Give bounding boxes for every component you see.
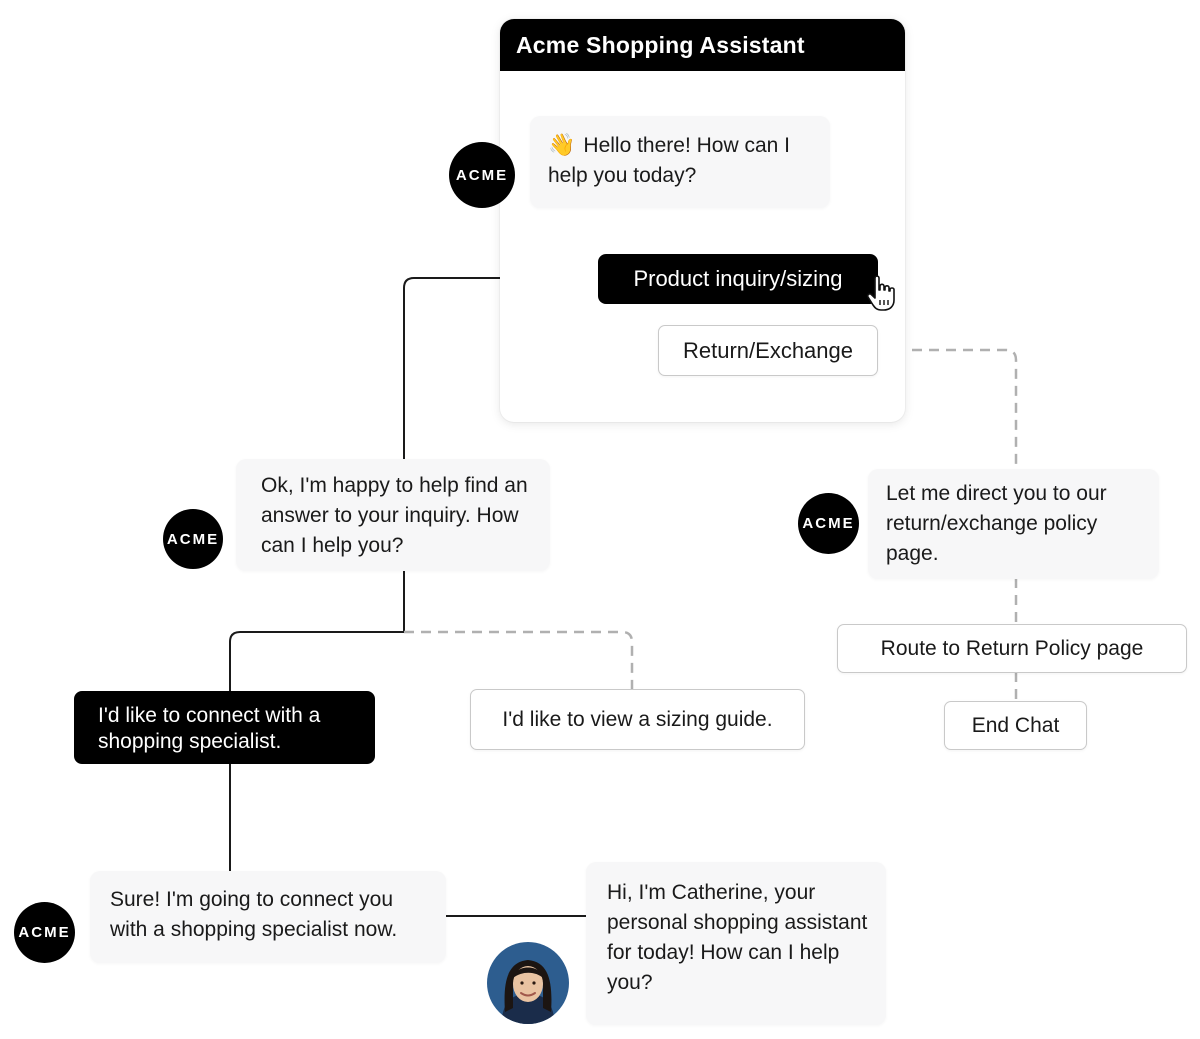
option-connect-specialist-label: I'd like to connect with a shopping spec… <box>98 704 321 753</box>
connector-return-to-reply <box>878 348 1018 470</box>
greeting-message: 👋Hello there! How can I help you today? <box>530 116 830 208</box>
waving-hand-icon: 👋 <box>548 132 576 157</box>
option-sizing-guide-button[interactable]: I'd like to view a sizing guide. <box>470 689 805 750</box>
bot-reply-return-text: Let me direct you to our return/exchange… <box>886 482 1107 565</box>
acme-avatar: ACME <box>14 902 75 963</box>
agent-photo-avatar <box>487 942 569 1024</box>
connector-split-to-specialist <box>229 631 404 692</box>
hand-pointer-cursor-icon <box>866 275 895 311</box>
bot-connect-text: Sure! I'm going to connect you with a sh… <box>110 888 398 941</box>
end-chat-button[interactable]: End Chat <box>944 701 1087 750</box>
connector-product-to-reply <box>403 277 598 460</box>
bot-reply-product-text: Ok, I'm happy to help find an answer to … <box>261 474 528 557</box>
greeting-text: Hello there! How can I help you today? <box>548 134 791 187</box>
chat-header-title: Acme Shopping Assistant <box>500 19 905 71</box>
bot-reply-return: Let me direct you to our return/exchange… <box>868 469 1159 579</box>
acme-avatar-label: ACME <box>18 924 71 941</box>
connector-split-to-sizing <box>404 630 634 690</box>
bot-connect-message: Sure! I'm going to connect you with a sh… <box>90 871 446 963</box>
acme-avatar-label: ACME <box>802 515 855 532</box>
option-product-inquiry-label: Product inquiry/sizing <box>633 266 843 291</box>
option-sizing-guide-label: I'd like to view a sizing guide. <box>502 707 773 731</box>
option-return-exchange-button[interactable]: Return/Exchange <box>658 325 878 376</box>
acme-avatar-label: ACME <box>166 530 220 548</box>
acme-avatar-label: ACME <box>455 166 509 184</box>
route-return-policy-button[interactable]: Route to Return Policy page <box>837 624 1187 673</box>
option-return-exchange-label: Return/Exchange <box>683 337 853 363</box>
bot-reply-product: Ok, I'm happy to help find an answer to … <box>236 459 550 571</box>
acme-avatar: ACME <box>798 493 859 554</box>
agent-intro-text: Hi, I'm Catherine, your personal shoppin… <box>607 881 868 994</box>
option-connect-specialist-button[interactable]: I'd like to connect with a shopping spec… <box>74 691 375 764</box>
route-return-policy-label: Route to Return Policy page <box>880 636 1144 660</box>
end-chat-label: End Chat <box>971 713 1060 737</box>
acme-avatar: ACME <box>449 142 515 208</box>
acme-avatar: ACME <box>163 509 223 569</box>
agent-intro-message: Hi, I'm Catherine, your personal shoppin… <box>586 862 886 1025</box>
option-product-inquiry-button[interactable]: Product inquiry/sizing <box>598 254 878 304</box>
